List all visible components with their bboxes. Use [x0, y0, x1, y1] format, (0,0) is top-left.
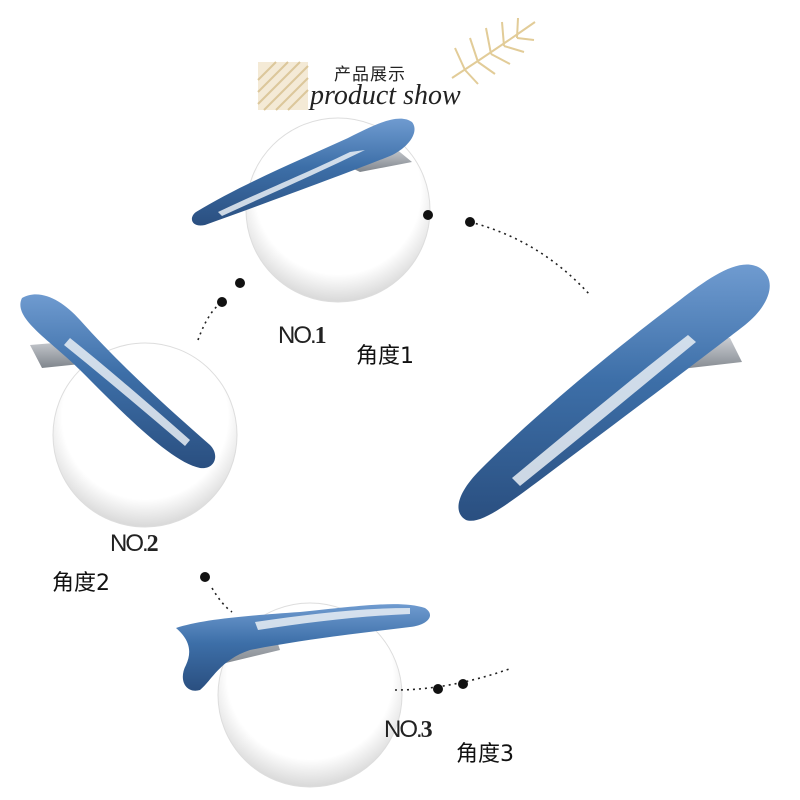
title-english: product show	[310, 80, 461, 111]
hair-clip-angle-1	[191, 118, 415, 226]
angle-label-2: 角度2	[52, 571, 110, 596]
title-chinese: 产品展示	[334, 65, 406, 85]
view-number-prefix: NO.	[278, 322, 317, 349]
view-number-digit: 3	[420, 717, 433, 743]
hair-clip-large	[458, 264, 770, 521]
connector-dots	[200, 210, 475, 694]
view-circle-2	[52, 342, 238, 528]
hair-clip-angle-3	[176, 604, 431, 691]
view-number-1: NO.1	[278, 322, 327, 350]
hair-clip-angle-2	[20, 294, 216, 469]
view-number-3: NO.3	[384, 716, 433, 744]
angle-label-1: 角度1	[356, 344, 414, 369]
view-number-digit: 2	[146, 531, 159, 557]
leaf-decoration	[451, 17, 536, 85]
view-number-prefix: NO.	[110, 530, 149, 557]
view-number-prefix: NO.	[384, 716, 423, 743]
angle-label-3: 角度3	[456, 742, 514, 767]
view-number-digit: 1	[314, 323, 327, 349]
view-number-2: NO.2	[110, 530, 159, 558]
stripes-decoration	[257, 61, 309, 111]
